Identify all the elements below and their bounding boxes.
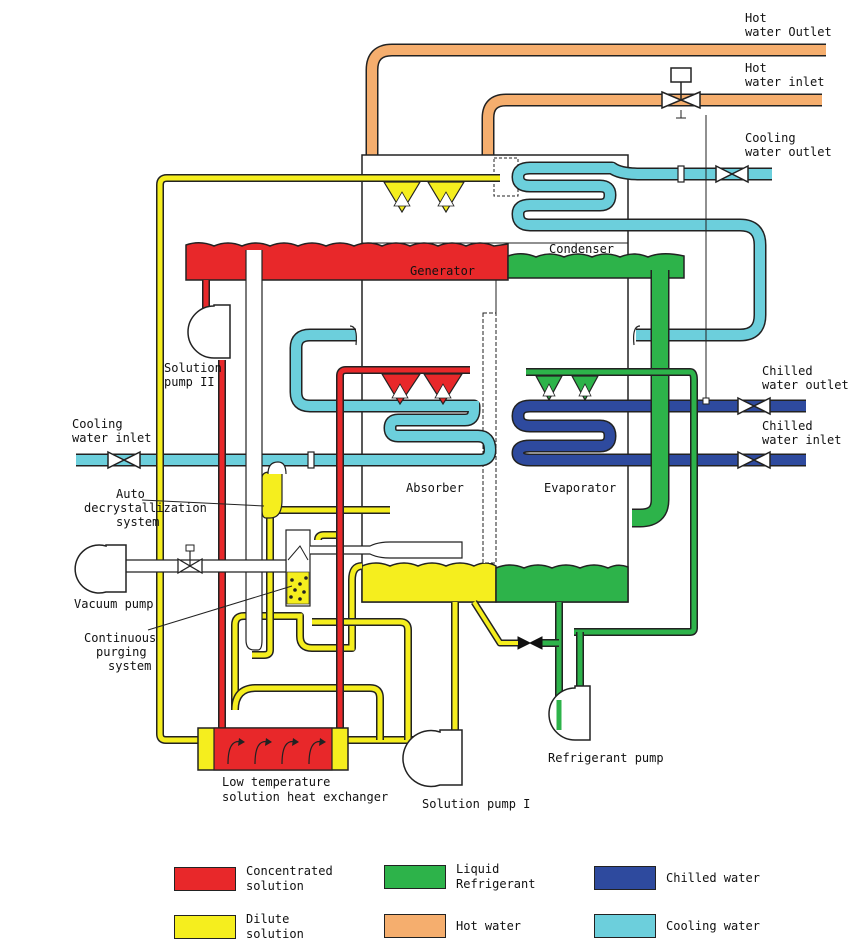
- generator-label: Generator: [410, 264, 475, 278]
- chilled-outlet-valve-icon[interactable]: [737, 396, 771, 416]
- solution-pump-2-icon[interactable]: [187, 304, 231, 359]
- temperature-sensor-icon: [702, 397, 710, 405]
- cooling-water-piping: [76, 161, 772, 467]
- hot-water-valve-icon[interactable]: [661, 67, 701, 119]
- auto-decrystallization-icon: [261, 461, 287, 519]
- vacuum-pump-icon[interactable]: [74, 544, 127, 594]
- concentrated-piping: [202, 280, 470, 730]
- absorber-label: Absorber: [406, 481, 464, 495]
- cooling-flange-icon: [307, 451, 315, 469]
- absorber-spray-icon: [380, 373, 464, 406]
- generator-pan: [185, 242, 509, 281]
- cooling-inlet-valve-icon[interactable]: [107, 450, 141, 470]
- leader-line: [147, 585, 293, 631]
- cooling-outlet-valve-icon[interactable]: [715, 164, 749, 184]
- leader-line: [141, 499, 265, 507]
- refrigerant-pump-label: Refrigerant pump: [548, 751, 664, 765]
- cooling-flange-icon: [677, 165, 685, 183]
- chilled-inlet-valve-icon[interactable]: [737, 450, 771, 470]
- solution-pump-1-label: Solution pump I: [422, 797, 530, 811]
- condenser-label: Condenser: [549, 242, 614, 256]
- heat-exchanger-icon: [197, 727, 349, 771]
- siphon-tube: [245, 250, 263, 651]
- vacuum-valve-icon[interactable]: [177, 544, 203, 575]
- purging-duct: [310, 541, 463, 559]
- solution-pump-1-icon[interactable]: [402, 729, 463, 788]
- vacuum-pump-label: Vacuum pump: [74, 597, 153, 611]
- evaporator-spray-icon: [534, 375, 600, 402]
- bypass-valve-icon[interactable]: [517, 636, 543, 650]
- chilled-water-piping: [511, 399, 806, 467]
- condenser-pan: [507, 253, 685, 279]
- evaporator-label: Evaporator: [544, 481, 616, 495]
- purging-chamber-icon[interactable]: [285, 529, 311, 607]
- generator-spray-icon: [382, 181, 466, 214]
- vacuum-line: [119, 559, 287, 573]
- refrigerant-piping: [526, 270, 698, 700]
- evaporator-sump: [495, 564, 629, 603]
- absorber-sump: [361, 562, 497, 603]
